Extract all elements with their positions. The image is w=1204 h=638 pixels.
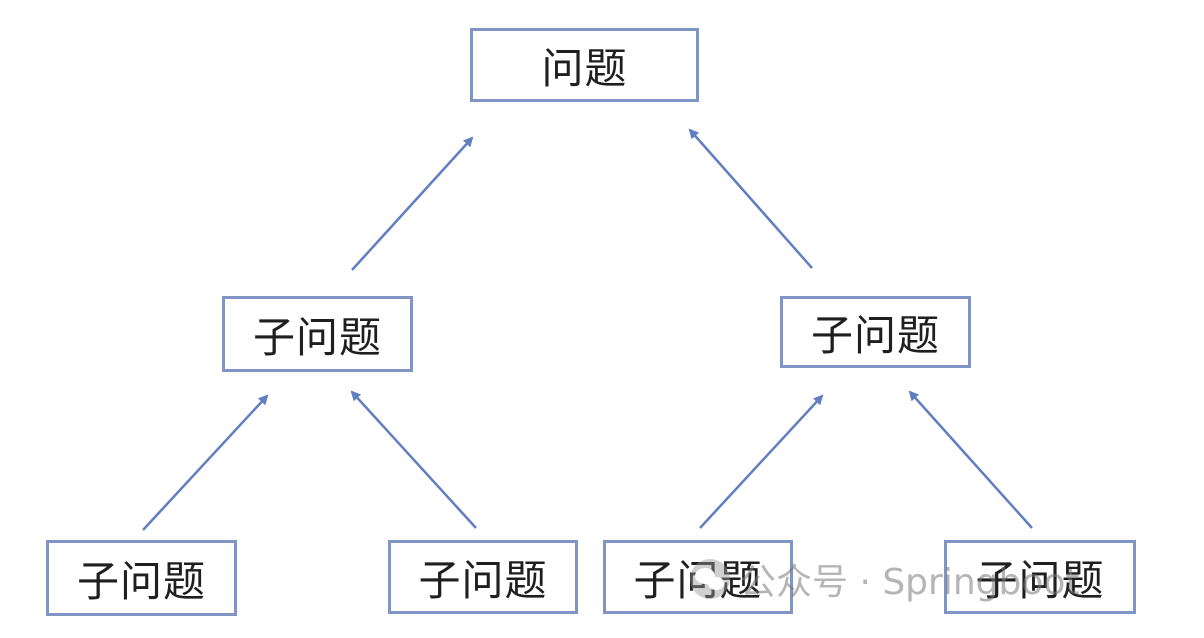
- node-subproblem-leaf-2: 子问题: [388, 540, 578, 614]
- node-label: 子问题: [76, 556, 206, 606]
- node-label: 子问题: [810, 310, 940, 360]
- watermark-text: 公众号 · Springboot: [740, 562, 1080, 603]
- node-subproblem-mid-left: 子问题: [222, 296, 413, 372]
- node-root-problem: 问题: [470, 28, 699, 102]
- node-label: 子问题: [418, 555, 548, 605]
- arrow-leaf2-to-midleft: [350, 390, 477, 529]
- node-subproblem-leaf-1: 子问题: [46, 540, 237, 616]
- node-subproblem-leaf-4: 子问题: [944, 540, 1136, 614]
- node-subproblem-leaf-3: 子问题: [603, 540, 793, 614]
- arrow-leaf3-to-midright: [699, 394, 824, 529]
- arrow-midleft-to-root: [351, 136, 474, 271]
- arrow-midright-to-root: [688, 128, 813, 269]
- node-label: 子问题: [975, 555, 1105, 605]
- arrow-leaf1-to-midleft: [142, 394, 269, 531]
- wechat-icon: [690, 559, 730, 599]
- node-label: 子问题: [252, 312, 382, 362]
- node-subproblem-mid-right: 子问题: [780, 296, 971, 368]
- arrow-leaf4-to-midright: [908, 390, 1033, 529]
- node-label: 问题: [541, 43, 628, 93]
- watermark: 公众号 · Springboot: [690, 553, 1080, 605]
